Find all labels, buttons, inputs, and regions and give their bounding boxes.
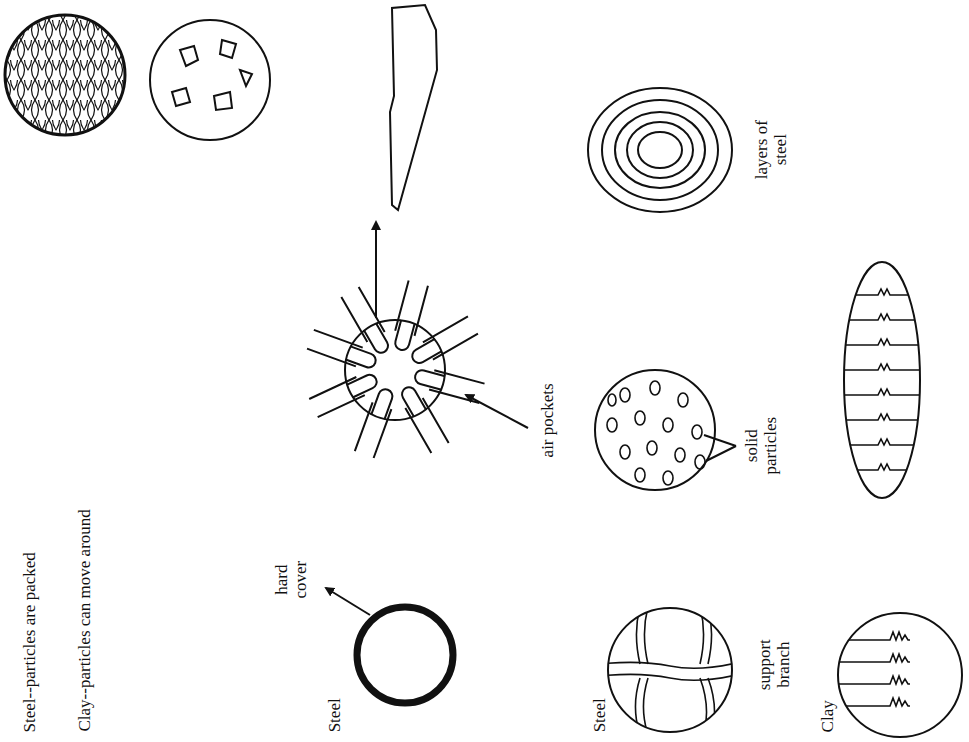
callout-label: support branch xyxy=(756,631,793,699)
material-label: Steel xyxy=(591,698,610,732)
material-label: Clay xyxy=(819,700,838,732)
callout-label: air pockets xyxy=(539,383,558,457)
callout-label: hard cover xyxy=(273,556,310,604)
callout-label: solid particles xyxy=(743,415,780,477)
heading-note: Steel--particles are packed xyxy=(21,552,40,732)
material-label: Steel xyxy=(326,698,345,732)
heading-note: Clay--particles can move around xyxy=(76,510,95,732)
callout-label: layers of steel xyxy=(753,114,790,186)
